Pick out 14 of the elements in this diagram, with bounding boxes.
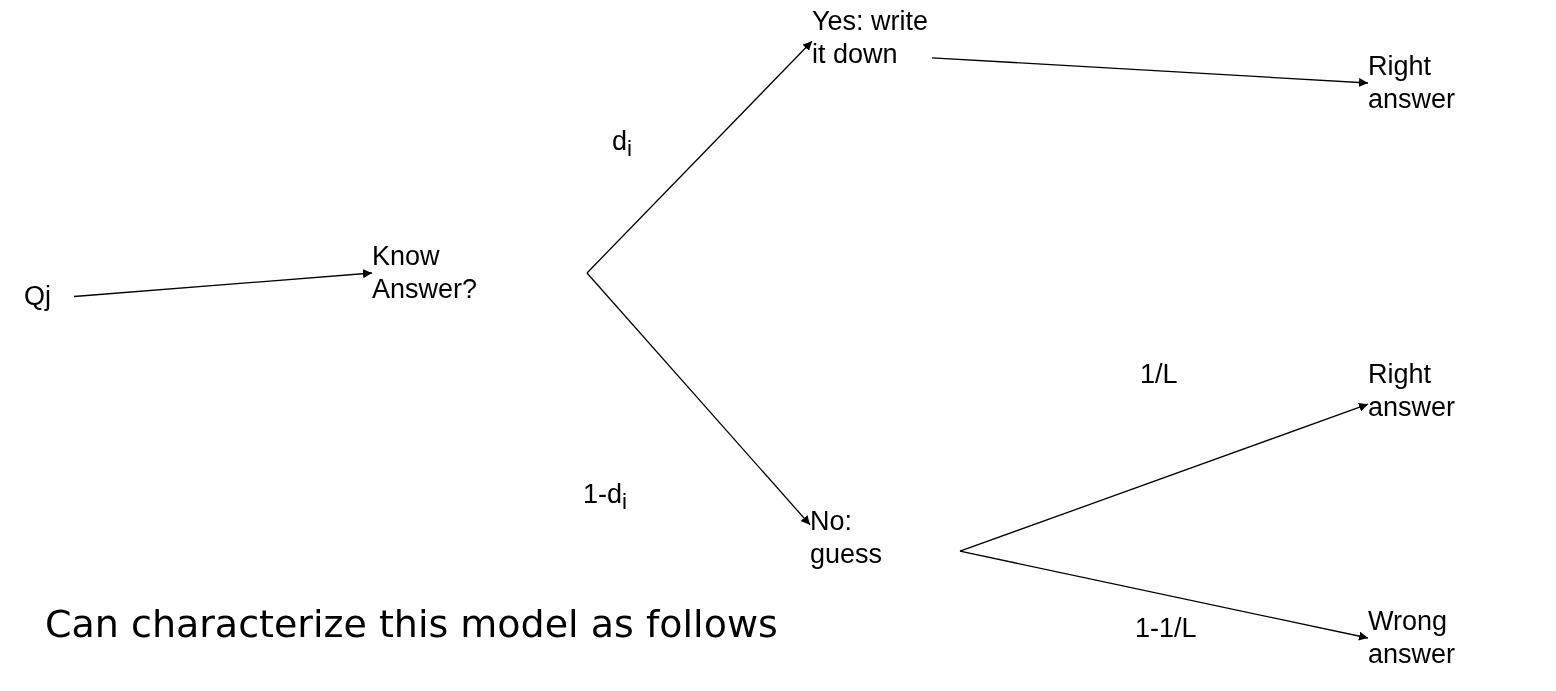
node-label: Yes: write it down — [812, 5, 930, 71]
arrow — [959, 403, 1369, 552]
node-label: No: guess — [810, 505, 880, 571]
node-label: Right answer — [1368, 358, 1457, 424]
node-label: Right answer — [1368, 50, 1457, 116]
arrow — [931, 57, 1369, 87]
node-label: Wrong answer — [1368, 605, 1457, 671]
arrow — [959, 550, 1369, 641]
arrow — [73, 269, 373, 298]
node-label: Qj — [24, 280, 52, 313]
node-label: Know Answer? — [372, 240, 479, 306]
arrow — [586, 272, 811, 526]
arrow — [586, 40, 813, 274]
caption: Can characterize this model as follows — [45, 602, 778, 646]
